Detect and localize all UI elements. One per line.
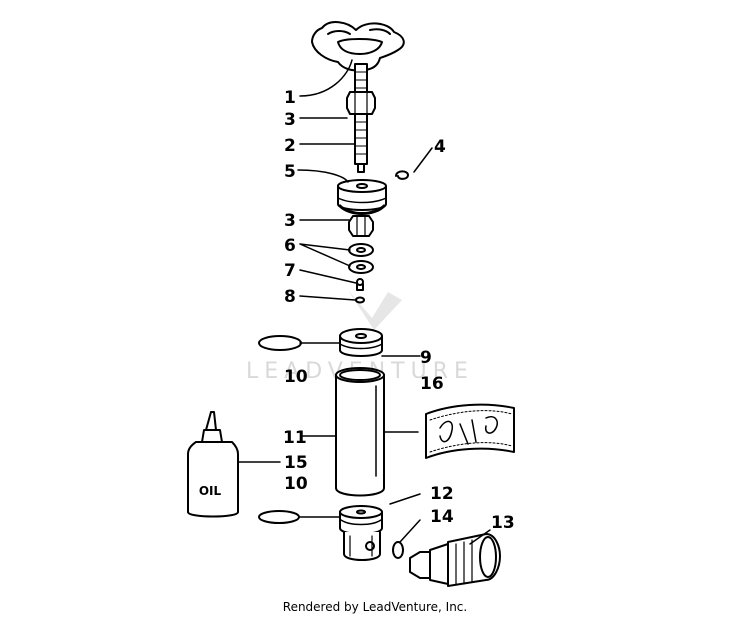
- callout-11[interactable]: 11: [283, 428, 307, 448]
- callout-16[interactable]: 16: [420, 374, 444, 394]
- callout-12[interactable]: 12: [430, 484, 454, 504]
- part-3-lower-nut: [348, 215, 374, 237]
- callout-5[interactable]: 5: [284, 162, 296, 182]
- part-10-lower-o-ring: [258, 510, 300, 524]
- part-2-threaded-rod: [354, 63, 368, 173]
- part-14-o-ring: [392, 541, 404, 559]
- callout-3-lower[interactable]: 3: [284, 211, 296, 231]
- part-5-cap: [337, 179, 387, 215]
- part-11-cylinder: [335, 367, 385, 497]
- callout-14[interactable]: 14: [430, 507, 454, 527]
- callout-10-upper[interactable]: 10: [284, 367, 308, 387]
- callout-10-lower[interactable]: 10: [284, 474, 308, 494]
- part-4-clip: [395, 170, 409, 180]
- part-13-quick-coupler: [409, 533, 501, 587]
- callout-7[interactable]: 7: [284, 261, 296, 281]
- callout-3-upper[interactable]: 3: [284, 110, 296, 130]
- part-7-valve: [356, 278, 364, 291]
- part-15-oil-bottle: [187, 411, 239, 518]
- part-9-piston: [339, 328, 383, 357]
- callout-8[interactable]: 8: [284, 287, 296, 307]
- part-1-knob: [311, 21, 405, 72]
- oil-label: OIL: [199, 484, 222, 498]
- callout-13[interactable]: 13: [491, 513, 515, 533]
- callout-15[interactable]: 15: [284, 453, 308, 473]
- callout-6[interactable]: 6: [284, 236, 296, 256]
- callout-9[interactable]: 9: [420, 348, 432, 368]
- callout-4[interactable]: 4: [434, 137, 446, 157]
- part-16-decal: [425, 403, 515, 459]
- watermark-logo: [348, 290, 402, 330]
- part-8-small-o-ring: [355, 296, 365, 304]
- callout-1[interactable]: 1: [284, 88, 296, 108]
- part-12-bottom-fitting: [339, 505, 383, 561]
- footer-credit: Rendered by LeadVenture, Inc.: [282, 600, 468, 614]
- leader-lines: [237, 59, 491, 545]
- callouts: 1 3 2 4 5 3 6 7 8 9 10 16 11 15 10 12 14…: [283, 88, 515, 533]
- part-6-washers: [348, 243, 374, 274]
- callout-2[interactable]: 2: [284, 136, 296, 156]
- part-3-upper-nut: [346, 91, 376, 115]
- part-10-upper-o-ring: [258, 335, 302, 351]
